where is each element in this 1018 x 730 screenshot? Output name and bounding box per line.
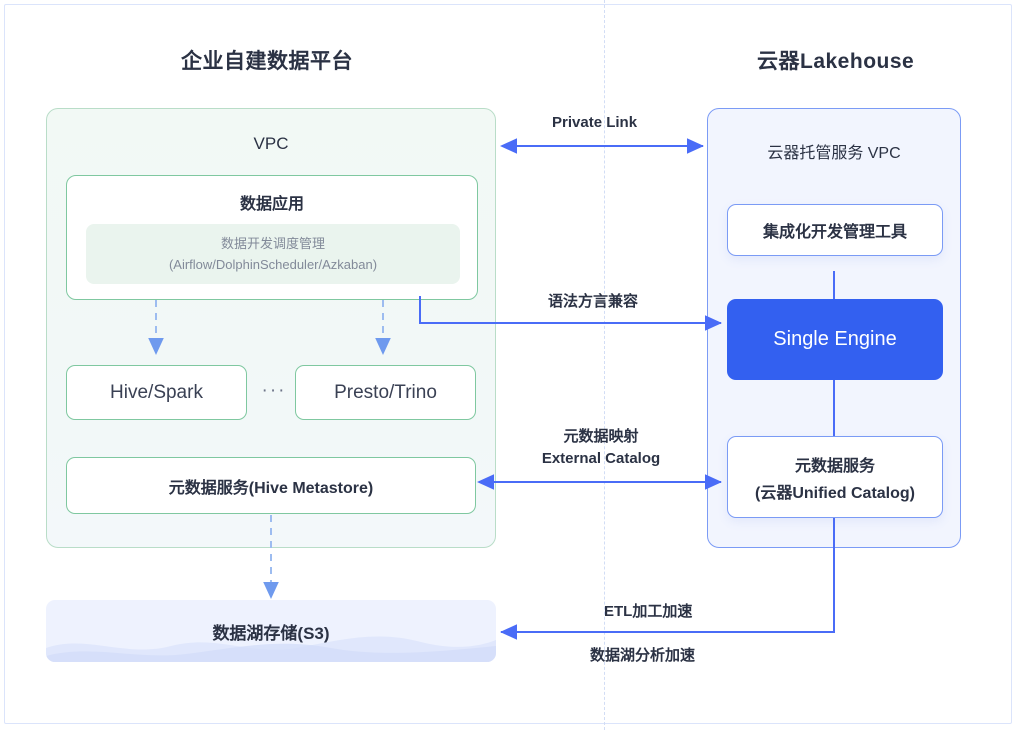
engine-box-presto-trino[interactable]: Presto/Trino xyxy=(295,365,476,420)
data-scheduling-line1: 数据开发调度管理 xyxy=(220,235,325,251)
data-application-box[interactable]: 数据应用 数据开发调度管理 (Airflow/DolphinScheduler/… xyxy=(66,175,478,300)
right-column-title: 云器Lakehouse xyxy=(757,50,915,73)
etl-acceleration-arrow xyxy=(500,271,835,640)
metadata-mapping-label: 元数据映射 External Catalog xyxy=(533,426,669,470)
metadata-mapping-line2: External Catalog xyxy=(541,449,661,467)
ellipsis-separator: ··· xyxy=(261,380,287,401)
etl-acceleration-label: ETL加工加速 xyxy=(604,603,693,620)
metadata-mapping-line1: 元数据映射 xyxy=(563,428,639,445)
hive-metastore-box[interactable]: 元数据服务(Hive Metastore) xyxy=(66,457,476,514)
cloud-managed-vpc-label: 云器托管服务 VPC xyxy=(767,145,901,162)
data-scheduling-box: 数据开发调度管理 (Airflow/DolphinScheduler/Azkab… xyxy=(86,224,460,284)
single-engine-box[interactable]: Single Engine xyxy=(727,299,943,380)
vpc-label: VPC xyxy=(253,134,289,153)
lake-analytics-acceleration-label: 数据湖分析加速 xyxy=(590,647,696,664)
vertical-divider xyxy=(604,0,605,730)
left-column-title: 企业自建数据平台 xyxy=(181,50,353,73)
wave-decoration-icon xyxy=(46,636,496,662)
data-application-title: 数据应用 xyxy=(239,196,304,213)
data-scheduling-line2: (Airflow/DolphinScheduler/Azkaban) xyxy=(168,256,378,272)
syntax-compat-label: 语法方言兼容 xyxy=(548,293,639,310)
unified-catalog-line2: (云器Unified Catalog) xyxy=(755,484,915,502)
private-link-label: Private Link xyxy=(552,114,638,131)
unified-catalog-line1: 元数据服务 xyxy=(794,457,875,475)
data-lake-storage-label: 数据湖存储(S3) xyxy=(212,623,330,643)
engine-box-hive-spark[interactable]: Hive/Spark xyxy=(66,365,247,420)
unified-catalog-box[interactable]: 元数据服务 (云器Unified Catalog) xyxy=(727,436,943,518)
vpc-panel: VPC 数据应用 数据开发调度管理 (Airflow/DolphinSchedu… xyxy=(46,108,496,548)
data-lake-storage-box[interactable]: 数据湖存储(S3) xyxy=(46,600,496,662)
integrated-dev-tool-box[interactable]: 集成化开发管理工具 xyxy=(727,204,943,256)
cloud-managed-vpc-panel: 云器托管服务 VPC 集成化开发管理工具 Single Engine 元数据服务… xyxy=(707,108,961,548)
syntax-compat-arrow xyxy=(419,296,722,331)
